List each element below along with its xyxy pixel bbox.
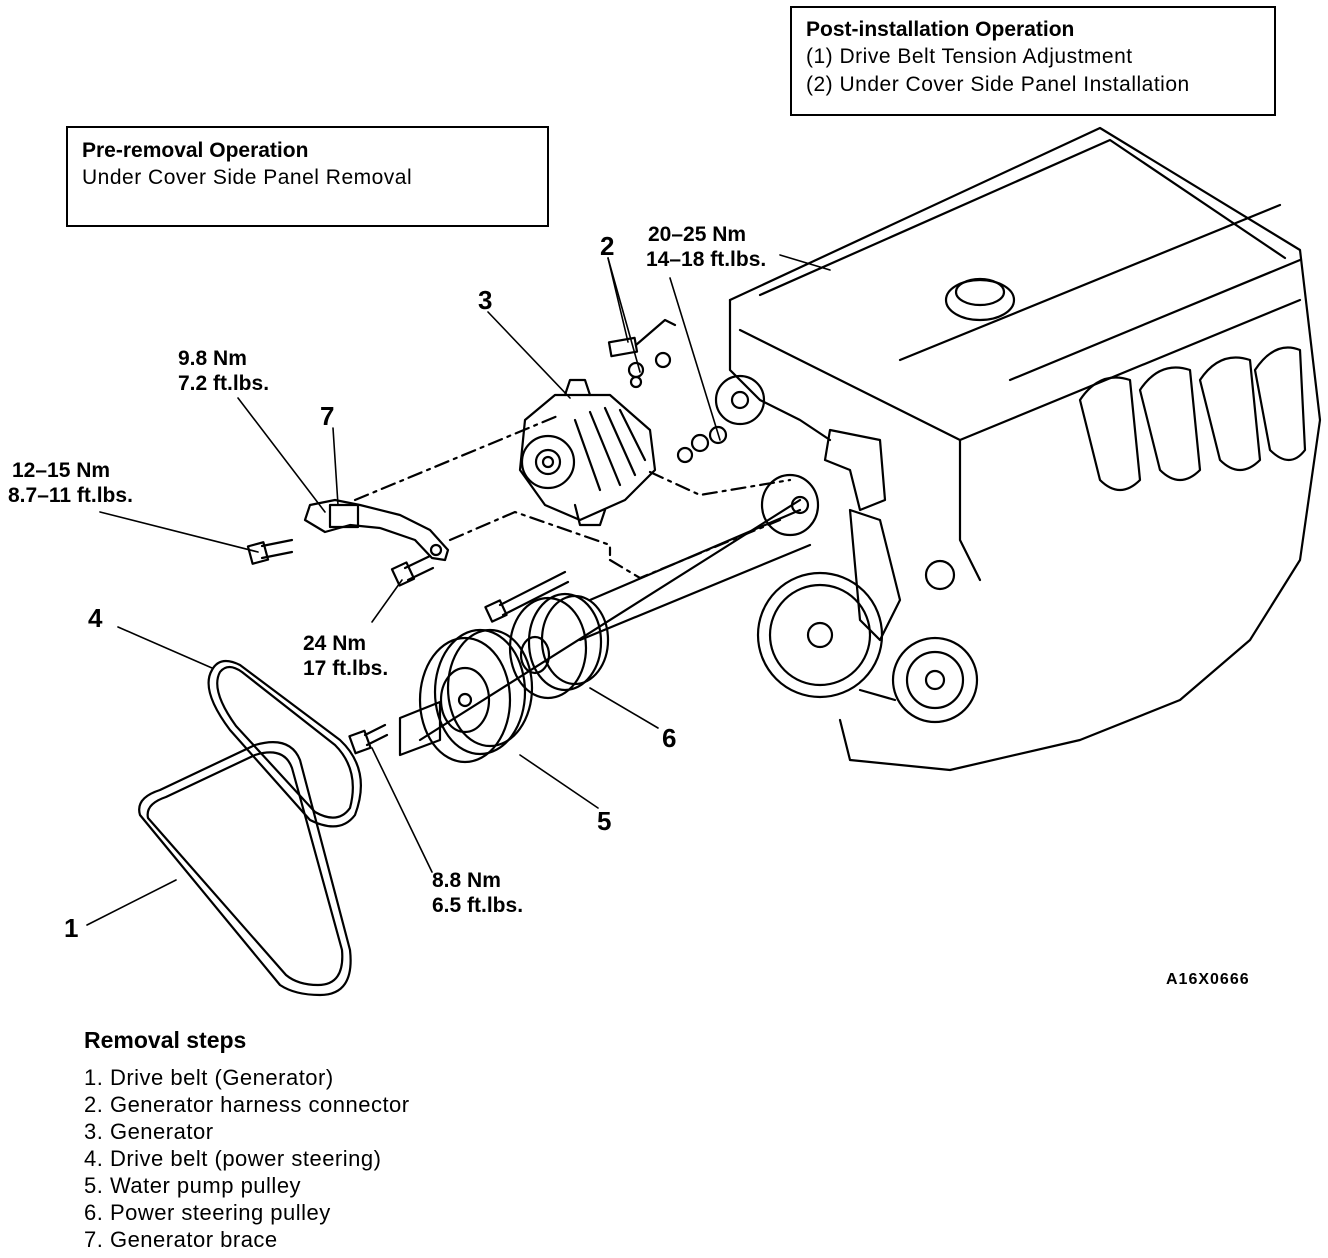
torque-nm: 12–15 Nm	[12, 459, 111, 482]
removal-step-5: 5. Water pump pulley	[84, 1173, 302, 1198]
torque-ftlbs: 14–18 ft.lbs.	[646, 248, 767, 271]
part-number-5: 5	[597, 806, 612, 836]
torque-callout-pulley-bolt: 8.8 Nm 6.5 ft.lbs.	[432, 868, 523, 918]
part-number-6: 6	[662, 723, 677, 753]
removal-steps: Removal steps 1. Drive belt (Generator) …	[84, 1027, 410, 1253]
removal-step-1: 1. Drive belt (Generator)	[84, 1065, 334, 1090]
torque-nm: 20–25 Nm	[648, 223, 747, 246]
figure-code: A16X0666	[1166, 971, 1250, 988]
pre-removal-operation-box: Pre-removal Operation Under Cover Side P…	[66, 126, 549, 227]
bolts	[246, 538, 570, 755]
torque-ftlbs: 7.2 ft.lbs.	[178, 372, 270, 395]
power-steering-pulley-drawing	[508, 592, 610, 700]
torque-ftlbs: 17 ft.lbs.	[303, 657, 389, 680]
removal-step-2: 2. Generator harness connector	[84, 1092, 410, 1117]
torque-nm: 8.8 Nm	[432, 869, 501, 892]
post-installation-title: Post-installation Operation	[806, 18, 1075, 41]
removal-step-4: 4. Drive belt (power steering)	[84, 1146, 382, 1171]
pre-removal-line: Under Cover Side Panel Removal	[82, 166, 413, 189]
part-number-7: 7	[320, 401, 335, 431]
torque-ftlbs: 8.7–11 ft.lbs.	[8, 484, 133, 507]
post-installation-operation-box: Post-installation Operation (1) Drive Be…	[790, 6, 1276, 116]
torque-callout-generator-bolt: 12–15 Nm 8.7–11 ft.lbs.	[8, 458, 133, 508]
pre-removal-title: Pre-removal Operation	[82, 139, 309, 162]
post-installation-line-1: (1) Drive Belt Tension Adjustment	[806, 45, 1133, 68]
removal-step-3: 3. Generator	[84, 1119, 214, 1144]
torque-callout-brace-bolt: 9.8 Nm 7.2 ft.lbs.	[178, 346, 269, 396]
generator-brace-drawing	[303, 498, 450, 562]
water-pump-pulley-drawing	[398, 628, 534, 764]
removal-step-7: 7. Generator brace	[84, 1227, 278, 1252]
part-number-3: 3	[478, 285, 493, 315]
removal-steps-heading: Removal steps	[84, 1027, 247, 1053]
engine-block	[714, 126, 1322, 772]
ps-drive-belt-drawing	[207, 659, 362, 828]
leader-lines	[86, 254, 831, 926]
part-number-1: 1	[64, 913, 79, 943]
part-number-2: 2	[600, 231, 615, 261]
part-number-4: 4	[88, 603, 103, 633]
torque-callout-connector-nuts: 20–25 Nm 14–18 ft.lbs.	[646, 222, 766, 272]
harness-connector-drawing	[607, 318, 728, 464]
torque-ftlbs: 6.5 ft.lbs.	[432, 894, 524, 917]
post-installation-line-2: (2) Under Cover Side Panel Installation	[806, 73, 1190, 96]
torque-callout-brace-lower-bolt: 24 Nm 17 ft.lbs.	[303, 631, 388, 681]
removal-step-6: 6. Power steering pulley	[84, 1200, 331, 1225]
generator-drive-belt-drawing	[138, 741, 352, 997]
torque-nm: 24 Nm	[303, 632, 367, 655]
generator-drawing	[518, 378, 657, 527]
torque-nm: 9.8 Nm	[178, 347, 247, 370]
alignment-lines	[353, 413, 812, 742]
